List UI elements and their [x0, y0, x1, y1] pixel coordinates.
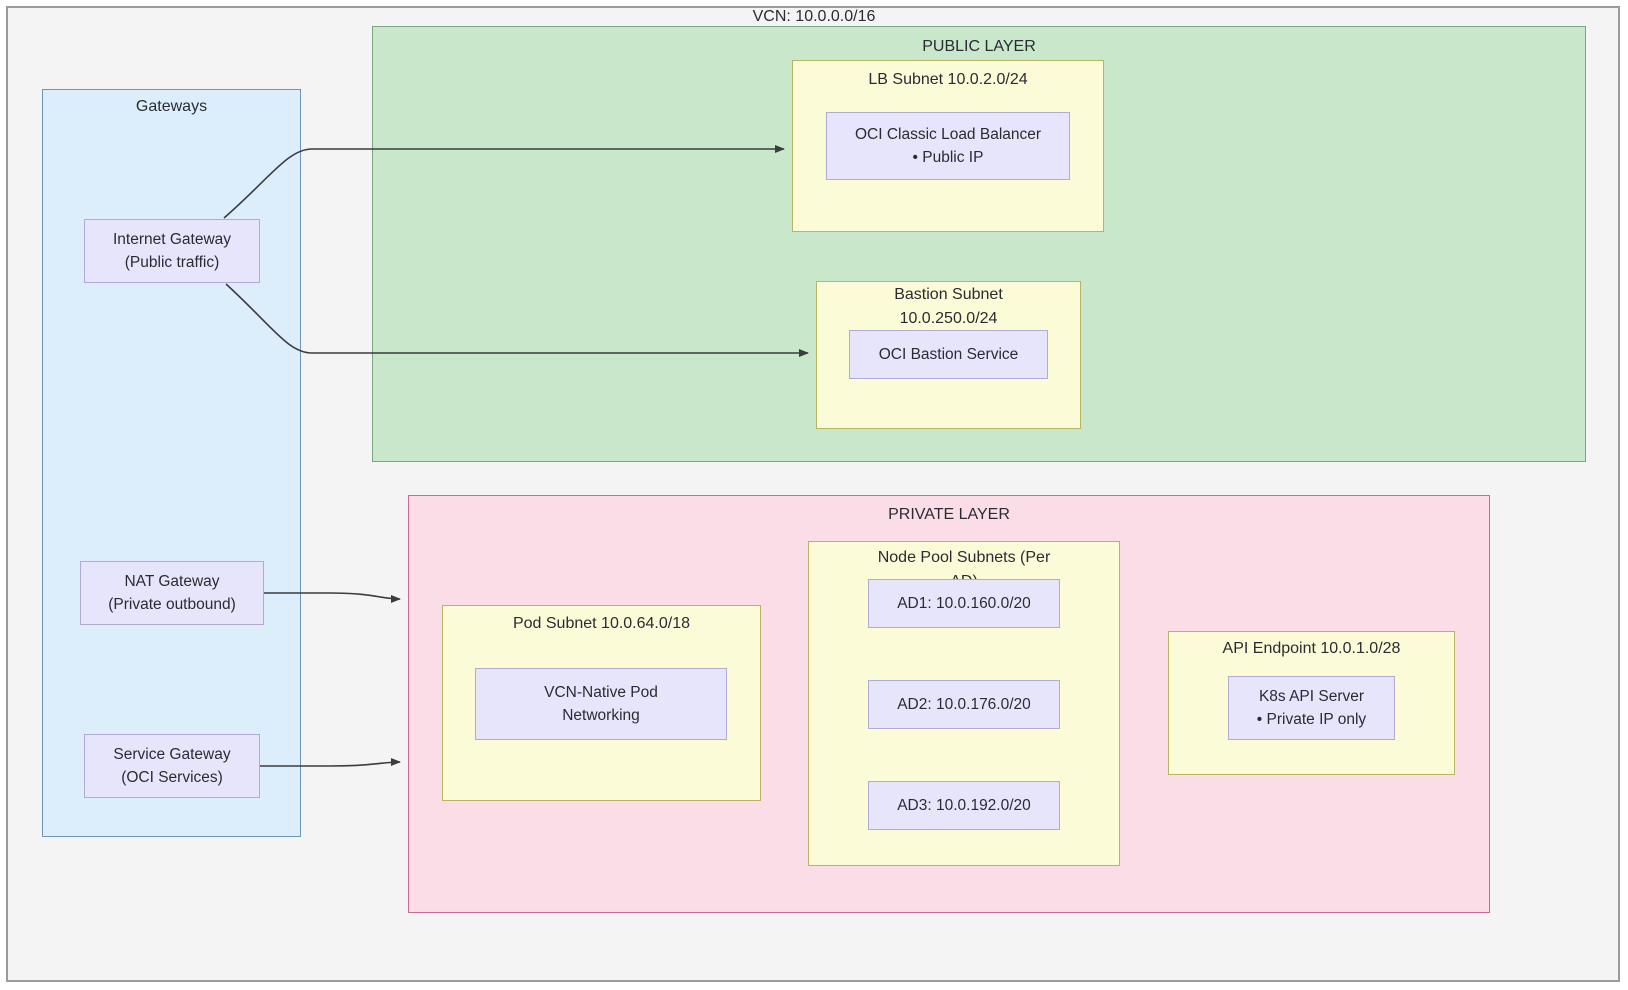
ad2-label: AD2: 10.0.176.0/20 — [897, 696, 1031, 713]
pod-node-line1: VCN-Native Pod — [544, 684, 658, 701]
lb-node-line2: • Public IP — [912, 149, 984, 166]
lb-node-line1: OCI Classic Load Balancer — [854, 126, 1042, 143]
internet-gateway-node: Internet Gateway (Public traffic) — [84, 219, 260, 283]
service-gateway-line2: (OCI Services) — [121, 769, 223, 786]
internet-gateway-line1: Internet Gateway — [112, 231, 232, 248]
bastion-subnet-title-line2: 10.0.250.0/24 — [899, 310, 998, 327]
ad2-subnet-node: AD2: 10.0.176.0/20 — [868, 680, 1060, 729]
pod-node-line2: Networking — [562, 707, 640, 724]
nat-gateway-node: NAT Gateway (Private outbound) — [80, 561, 264, 625]
service-gateway-line1: Service Gateway — [113, 746, 231, 763]
oci-bastion-service-node: OCI Bastion Service — [849, 330, 1048, 379]
vcn-title: VCN: 10.0.0.0/16 — [752, 8, 876, 25]
nat-gateway-line1: NAT Gateway — [124, 573, 220, 590]
ad1-subnet-node: AD1: 10.0.160.0/20 — [868, 579, 1060, 628]
ad1-label: AD1: 10.0.160.0/20 — [897, 595, 1031, 612]
public-layer-title: PUBLIC LAYER — [922, 38, 1036, 55]
oci-classic-load-balancer-node: OCI Classic Load Balancer • Public IP — [826, 112, 1070, 180]
api-node-line1: K8s API Server — [1258, 688, 1365, 705]
private-layer-title: PRIVATE LAYER — [888, 506, 1010, 523]
nat-gateway-line2: (Private outbound) — [108, 596, 236, 613]
api-endpoint-subnet-title: API Endpoint 10.0.1.0/28 — [1222, 640, 1401, 657]
bastion-subnet-title-line1: Bastion Subnet — [894, 286, 1003, 303]
node-pool-subnets-title-line1: Node Pool Subnets (Per — [877, 549, 1051, 566]
k8s-api-server-node: K8s API Server • Private IP only — [1228, 676, 1395, 740]
vcn-native-pod-networking-node: VCN-Native Pod Networking — [475, 668, 727, 740]
ad3-subnet-node: AD3: 10.0.192.0/20 — [868, 781, 1060, 830]
internet-gateway-line2: (Public traffic) — [124, 254, 220, 271]
api-node-line2: • Private IP only — [1256, 711, 1367, 728]
ad3-label: AD3: 10.0.192.0/20 — [897, 797, 1031, 814]
bastion-node-line1: OCI Bastion Service — [878, 346, 1019, 363]
pod-subnet-title: Pod Subnet 10.0.64.0/18 — [512, 615, 691, 632]
gateways-group-title: Gateways — [135, 98, 208, 115]
lb-subnet-title: LB Subnet 10.0.2.0/24 — [868, 71, 1028, 88]
service-gateway-node: Service Gateway (OCI Services) — [84, 734, 260, 798]
gateways-group: Gateways — [42, 89, 301, 837]
